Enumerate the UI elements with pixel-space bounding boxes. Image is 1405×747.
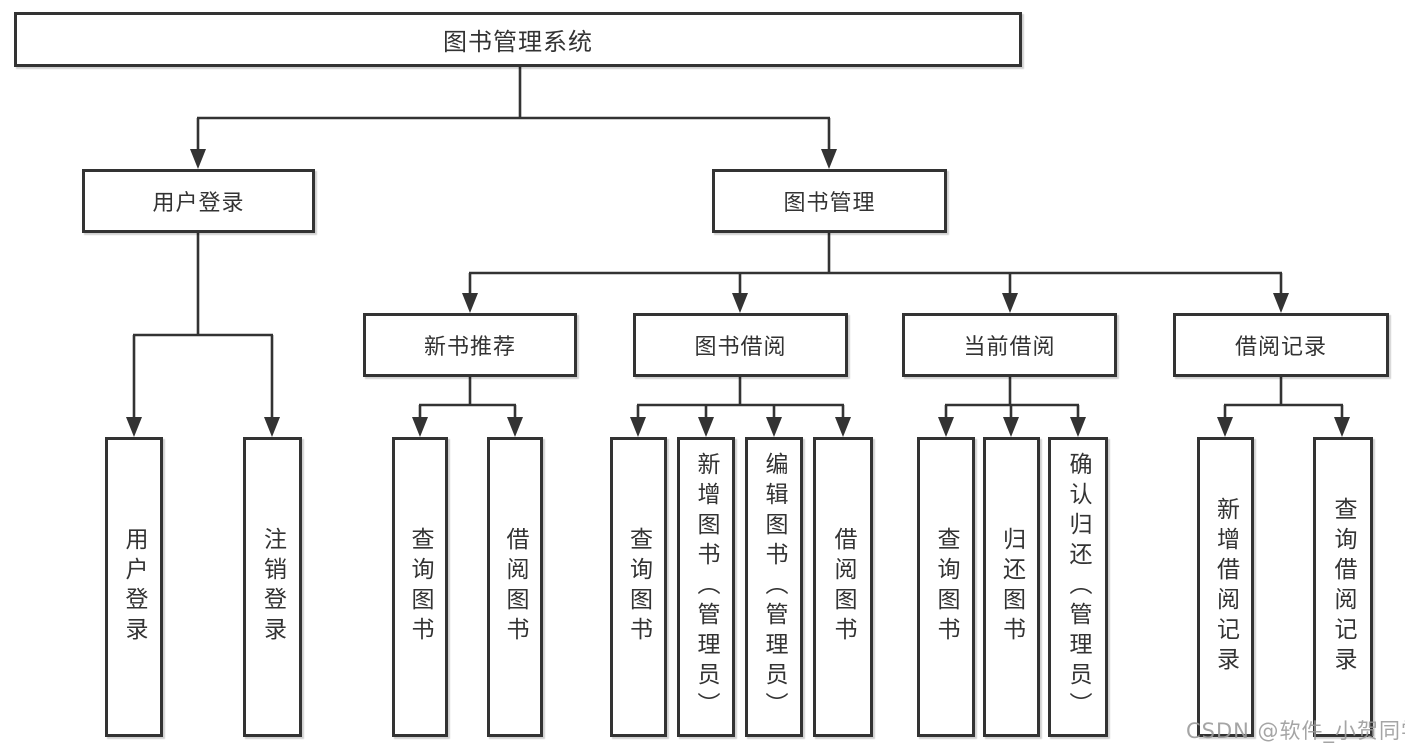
leaf-borrow-books: 借阅图书 [813,437,873,737]
node-label: 当前借阅 [963,335,1056,360]
node-label: 用户登录 [152,191,245,216]
node-new-book-recommendation: 新书推荐 [363,313,577,377]
leaf-label: 归还图书 [998,527,1025,647]
leaf-label: 用户登录 [121,527,147,647]
leaf-borrow-books-recommend: 借阅图书 [487,437,543,737]
leaf-label: 查询图书 [933,527,959,647]
leaf-label: 编辑图书（管理员） [761,452,787,722]
leaf-query-books-recommend: 查询图书 [392,437,448,737]
leaf-label: 借阅图书 [502,527,528,647]
leaf-label: 查询图书 [407,527,433,647]
node-label: 图书管理系统 [443,28,593,56]
leaf-query-books-current: 查询图书 [917,437,975,737]
leaf-label: 查询借阅记录 [1330,497,1356,677]
leaf-return-books: 归还图书 [983,437,1040,737]
leaf-label: 注销登录 [259,527,286,647]
node-library-management-system: 图书管理系统 [14,12,1022,67]
node-borrowing-records: 借阅记录 [1173,313,1389,377]
node-label: 借阅记录 [1234,335,1327,360]
node-book-borrowing: 图书借阅 [633,313,848,377]
node-label: 图书管理 [783,191,876,216]
node-book-management: 图书管理 [712,169,947,233]
leaf-logout: 注销登录 [243,437,302,737]
leaf-add-books-admin: 新增图书（管理员） [677,437,735,737]
leaf-label: 新增图书（管理员） [693,452,719,722]
node-label: 新书推荐 [423,335,516,360]
node-current-borrowing: 当前借阅 [902,313,1117,377]
leaf-add-borrow-record: 新增借阅记录 [1197,437,1254,737]
leaf-label: 借阅图书 [830,527,856,647]
leaf-edit-books-admin: 编辑图书（管理员） [745,437,803,737]
leaf-label: 确认归还（管理员） [1065,452,1091,722]
leaf-label: 查询图书 [625,527,652,647]
node-user-login: 用户登录 [82,169,315,233]
leaf-label: 新增借阅记录 [1212,497,1239,677]
leaf-confirm-return-admin: 确认归还（管理员） [1048,437,1108,737]
node-label: 图书借阅 [694,335,787,360]
leaf-query-borrow-record: 查询借阅记录 [1313,437,1373,737]
leaf-query-books-borrow: 查询图书 [610,437,667,737]
leaf-user-login: 用户登录 [105,437,163,737]
watermark: CSDN @软件_小贺同学 [1186,719,1405,743]
